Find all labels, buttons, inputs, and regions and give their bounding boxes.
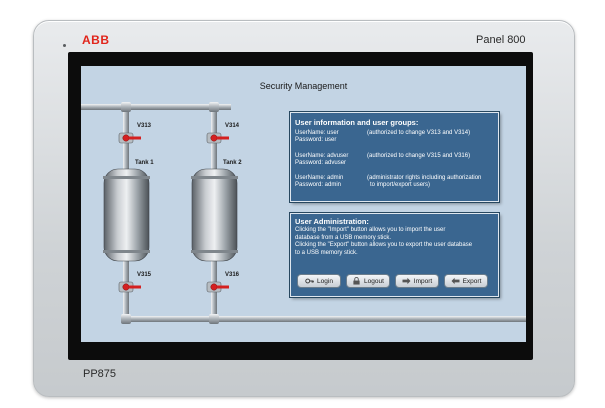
tank-2 [191,168,238,262]
user-info-panel: User information and user groups: UserNa… [290,112,499,202]
logout-button[interactable]: Logout [346,274,390,288]
arrow-left-icon [451,277,460,285]
valve-label-v316: V316 [225,272,240,278]
user-authorization: (authorized to change V313 and V314) [367,130,471,136]
tank-label-2: Tank 2 [223,160,242,166]
status-led [63,44,66,47]
user-admin-panel: User Administration: Clicking the "Impor… [290,213,499,297]
model-label: PP875 [83,368,117,380]
admin-username: UserName: admin [295,175,344,181]
advuser-authorization: (authorized to change V315 and V316) [367,153,471,159]
admin-line-1: Clicking the "Import" button allows you … [295,227,446,233]
arrow-right-icon [402,277,411,285]
user-admin-title: User Administration: [295,217,369,226]
export-button[interactable]: Export [444,274,488,288]
user-username: UserName: user [295,130,339,136]
import-button-label: Import [413,277,433,285]
valve-v315[interactable] [118,281,141,293]
valve-label-v315: V315 [137,272,152,278]
brand-logo: ABB [82,33,110,47]
key-icon [305,278,314,284]
lock-icon [353,277,360,285]
login-button[interactable]: Login [297,274,341,288]
advuser-username: UserName: advuser [295,153,349,159]
export-button-label: Export [462,277,482,285]
logout-button-label: Logout [364,277,384,285]
login-button-label: Login [317,277,333,285]
panel-name-label: Panel 800 [476,34,526,46]
advuser-password: Password: advuser [295,160,347,166]
admin-authorization: (administrator rights including authoriz… [367,175,482,181]
admin-line-4: to a USB memory stick. [295,249,358,256]
admin-authorization-cont: to import/export users) [370,182,431,188]
screen-title: Security Management [259,81,348,91]
process-diagram [81,102,526,324]
user-info-title: User information and user groups: [295,118,419,127]
import-button[interactable]: Import [395,274,439,288]
user-admin-description: Clicking the "Import" button allows you … [295,227,495,257]
valve-label-v314: V314 [225,123,240,129]
admin-password: Password: admin [295,182,342,188]
valve-v313[interactable] [118,132,141,144]
valve-v314[interactable] [206,132,229,144]
admin-line-3: Clicking the "Export" button allows you … [295,242,473,249]
tank-1 [103,168,150,262]
user-password: Password: user [295,137,337,143]
valve-v316[interactable] [206,281,229,293]
hmi-screen: Security Management [81,66,526,342]
valve-label-v313: V313 [137,123,152,129]
admin-line-2: database from a USB memory stick. [295,234,392,241]
tank-label-1: Tank 1 [135,160,154,166]
